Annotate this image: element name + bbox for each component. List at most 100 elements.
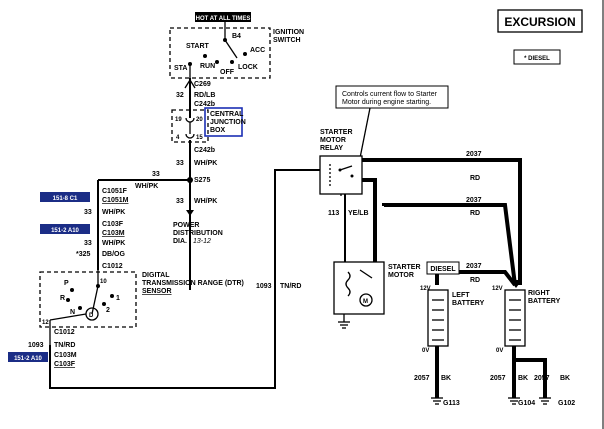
dtr-1: 1 bbox=[116, 295, 120, 302]
circuit-rd-a: RD bbox=[470, 175, 480, 182]
ignition-run: RUN bbox=[200, 63, 215, 70]
cjb-pin-19: 19 bbox=[175, 117, 182, 123]
diesel-note: * DIESEL bbox=[524, 56, 550, 62]
ignition-sta: STA bbox=[174, 65, 187, 72]
conn-s275: S275 bbox=[194, 177, 210, 184]
callout-pointer bbox=[359, 107, 371, 159]
circuit-rdlb: RD/LB bbox=[194, 92, 215, 99]
circuit-bk-c: BK bbox=[560, 375, 570, 382]
wire-2037-middle bbox=[382, 203, 517, 286]
circuit-33-a: 33 bbox=[176, 160, 184, 167]
circuit-2057-a: 2057 bbox=[414, 375, 430, 382]
ground-g104: G104 bbox=[518, 400, 535, 407]
ground-symbol-g102 bbox=[539, 397, 551, 405]
ignition-acc: ACC bbox=[250, 47, 265, 54]
conn-c103f-b: C103F bbox=[54, 361, 76, 368]
circuit-whpk-horizontal: WH/PK bbox=[135, 183, 158, 190]
conn-c242b-bottom: C242b bbox=[194, 147, 215, 154]
right-battery-cells bbox=[509, 299, 521, 341]
conn-c103f-a: C103F bbox=[102, 221, 124, 228]
ground-g113: G113 bbox=[443, 400, 460, 407]
wire-2037-relay-to-motor bbox=[362, 178, 377, 262]
cjb-pin-4: 4 bbox=[176, 135, 180, 141]
pdb-label-1: POWER bbox=[173, 222, 199, 229]
ignition-switch-label-1: IGNITION bbox=[273, 29, 304, 36]
circuit-2037-a: 2037 bbox=[466, 151, 482, 158]
left-battery-0v: 0V bbox=[422, 348, 429, 354]
relay-label-3: RELAY bbox=[320, 145, 343, 152]
right-battery-box bbox=[504, 289, 526, 347]
circuit-2057-c: 2057 bbox=[534, 375, 550, 382]
callout-line-1: Controls current flow to Starter bbox=[342, 91, 438, 98]
dtr-pin-10: 10 bbox=[100, 279, 107, 285]
circuit-33-c: 33 bbox=[152, 171, 160, 178]
dtr-label-1: DIGITAL bbox=[142, 272, 170, 279]
ground-g102: G102 bbox=[558, 400, 575, 407]
conn-c1051f: C1051F bbox=[102, 188, 128, 195]
conn-c103m-a: C103M bbox=[102, 230, 125, 237]
conn-c242b-top: C242b bbox=[194, 101, 215, 108]
cjb-label-1: CENTRAL bbox=[210, 111, 244, 118]
cjb-pin-15: 15 bbox=[196, 135, 203, 141]
left-battery-label-2: BATTERY bbox=[452, 300, 485, 307]
circuit-whpk-b: WH/PK bbox=[194, 198, 217, 205]
diesel-note-box bbox=[513, 49, 561, 65]
circuit-yelb: YE/LB bbox=[348, 210, 369, 217]
ignition-off: OFF bbox=[220, 69, 235, 76]
ignition-start: START bbox=[186, 43, 210, 50]
left-battery-label-1: LEFT bbox=[452, 292, 470, 299]
ignition-switch-box bbox=[169, 27, 271, 79]
relay-internals bbox=[329, 164, 354, 186]
circuit-33-d: 33 bbox=[84, 209, 92, 216]
circuit-tnrd-b: TN/RD bbox=[280, 283, 301, 290]
battery-junction-arrow bbox=[510, 280, 522, 288]
circuit-rd-c: RD bbox=[470, 277, 480, 284]
conn-c1012-a: C1012 bbox=[102, 263, 123, 270]
ref-badge-1-label: 151-8 C1 bbox=[53, 196, 78, 202]
starter-relay-box bbox=[319, 155, 363, 195]
ref-badge-3: 151-2 A10 bbox=[8, 352, 48, 362]
pdb-ref: 13-12 bbox=[193, 238, 211, 245]
ref-badge-2-label: 151-2 A10 bbox=[51, 228, 79, 234]
cjb-label-2: JUNCTION bbox=[210, 119, 246, 126]
callout-line-2: Motor during engine starting. bbox=[342, 99, 431, 106]
circuit-dbog: DB/OG bbox=[102, 251, 126, 258]
dtr-pin-12: 12 bbox=[42, 320, 49, 326]
ignition-b4: B4 bbox=[232, 33, 241, 40]
ignition-lock: LOCK bbox=[238, 64, 258, 71]
diesel-box bbox=[426, 261, 460, 275]
conn-c103m-b: C103M bbox=[54, 352, 77, 359]
cjb-label-3: BOX bbox=[210, 127, 226, 134]
circuit-bk-b: BK bbox=[518, 375, 528, 382]
circuit-33-b: 33 bbox=[176, 198, 184, 205]
circuit-2057-b: 2057 bbox=[490, 375, 506, 382]
circuit-32: 32 bbox=[176, 92, 184, 99]
dtr-sensor-box bbox=[39, 271, 137, 328]
relay-label-1: STARTER bbox=[320, 129, 353, 136]
pdb-label-3: DIA. bbox=[173, 238, 187, 245]
diesel-box-label: DIESEL bbox=[430, 266, 456, 273]
title-box bbox=[497, 9, 583, 33]
page-title: EXCURSION bbox=[504, 15, 575, 29]
ignition-switch-label-2: SWITCH bbox=[273, 37, 301, 44]
circuit-bk-a: BK bbox=[441, 375, 451, 382]
wire-2037-diesel bbox=[435, 270, 517, 287]
starter-motor-label-2: MOTOR bbox=[388, 272, 414, 279]
left-battery-box bbox=[427, 289, 449, 347]
wire-2037-top bbox=[362, 158, 522, 285]
cjb-pin-20: 20 bbox=[196, 117, 203, 123]
circuit-325: *325 bbox=[76, 251, 91, 258]
conn-c1012-b: C1012 bbox=[54, 329, 75, 336]
ground-symbol-g104 bbox=[508, 397, 520, 405]
pdb-label-2: DISTRIBUTION bbox=[173, 230, 223, 237]
circuit-rd-b: RD bbox=[470, 210, 480, 217]
circuit-113: 113 bbox=[328, 210, 339, 217]
right-battery-label-2: BATTERY bbox=[528, 298, 561, 305]
right-battery-12v: 12V bbox=[492, 286, 503, 292]
circuit-2037-b: 2037 bbox=[466, 197, 482, 204]
callout-box bbox=[335, 85, 449, 109]
dtr-p: P bbox=[64, 280, 69, 287]
dtr-d: D bbox=[89, 313, 94, 319]
ref-badge-3-label: 151-2 A10 bbox=[14, 356, 42, 362]
